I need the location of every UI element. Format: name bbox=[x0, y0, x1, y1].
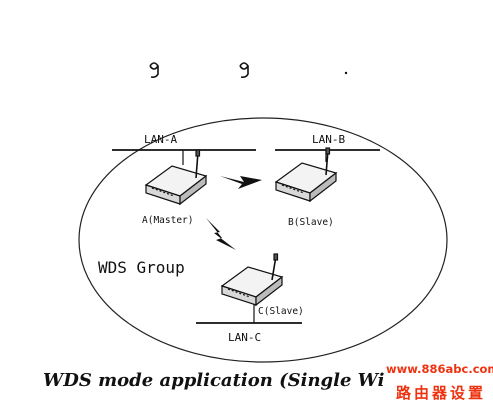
wds-group-ellipse bbox=[78, 117, 448, 363]
cropped-heading-fragment bbox=[149, 62, 348, 78]
wds-group-label: WDS Group bbox=[98, 258, 185, 277]
router-c-icon bbox=[220, 253, 284, 307]
router-b-label: B(Slave) bbox=[288, 217, 334, 228]
lan-c-label: LAN-C bbox=[228, 331, 261, 344]
router-b-icon bbox=[274, 147, 338, 203]
figure-caption: WDS mode application (Single Wi bbox=[43, 370, 385, 391]
lan-a-label: LAN-A bbox=[144, 133, 177, 146]
router-c-label: C(Slave) bbox=[258, 306, 304, 317]
lan-b-label: LAN-B bbox=[312, 133, 345, 146]
watermark-url: www.886abc.com bbox=[386, 362, 493, 376]
router-a-label: A(Master) bbox=[142, 215, 193, 226]
wireless-link-a-b-icon bbox=[220, 176, 262, 189]
watermark-chinese: 路由器设置 bbox=[396, 384, 487, 402]
router-a-icon bbox=[144, 149, 208, 206]
wireless-link-a-c-icon bbox=[206, 218, 236, 250]
